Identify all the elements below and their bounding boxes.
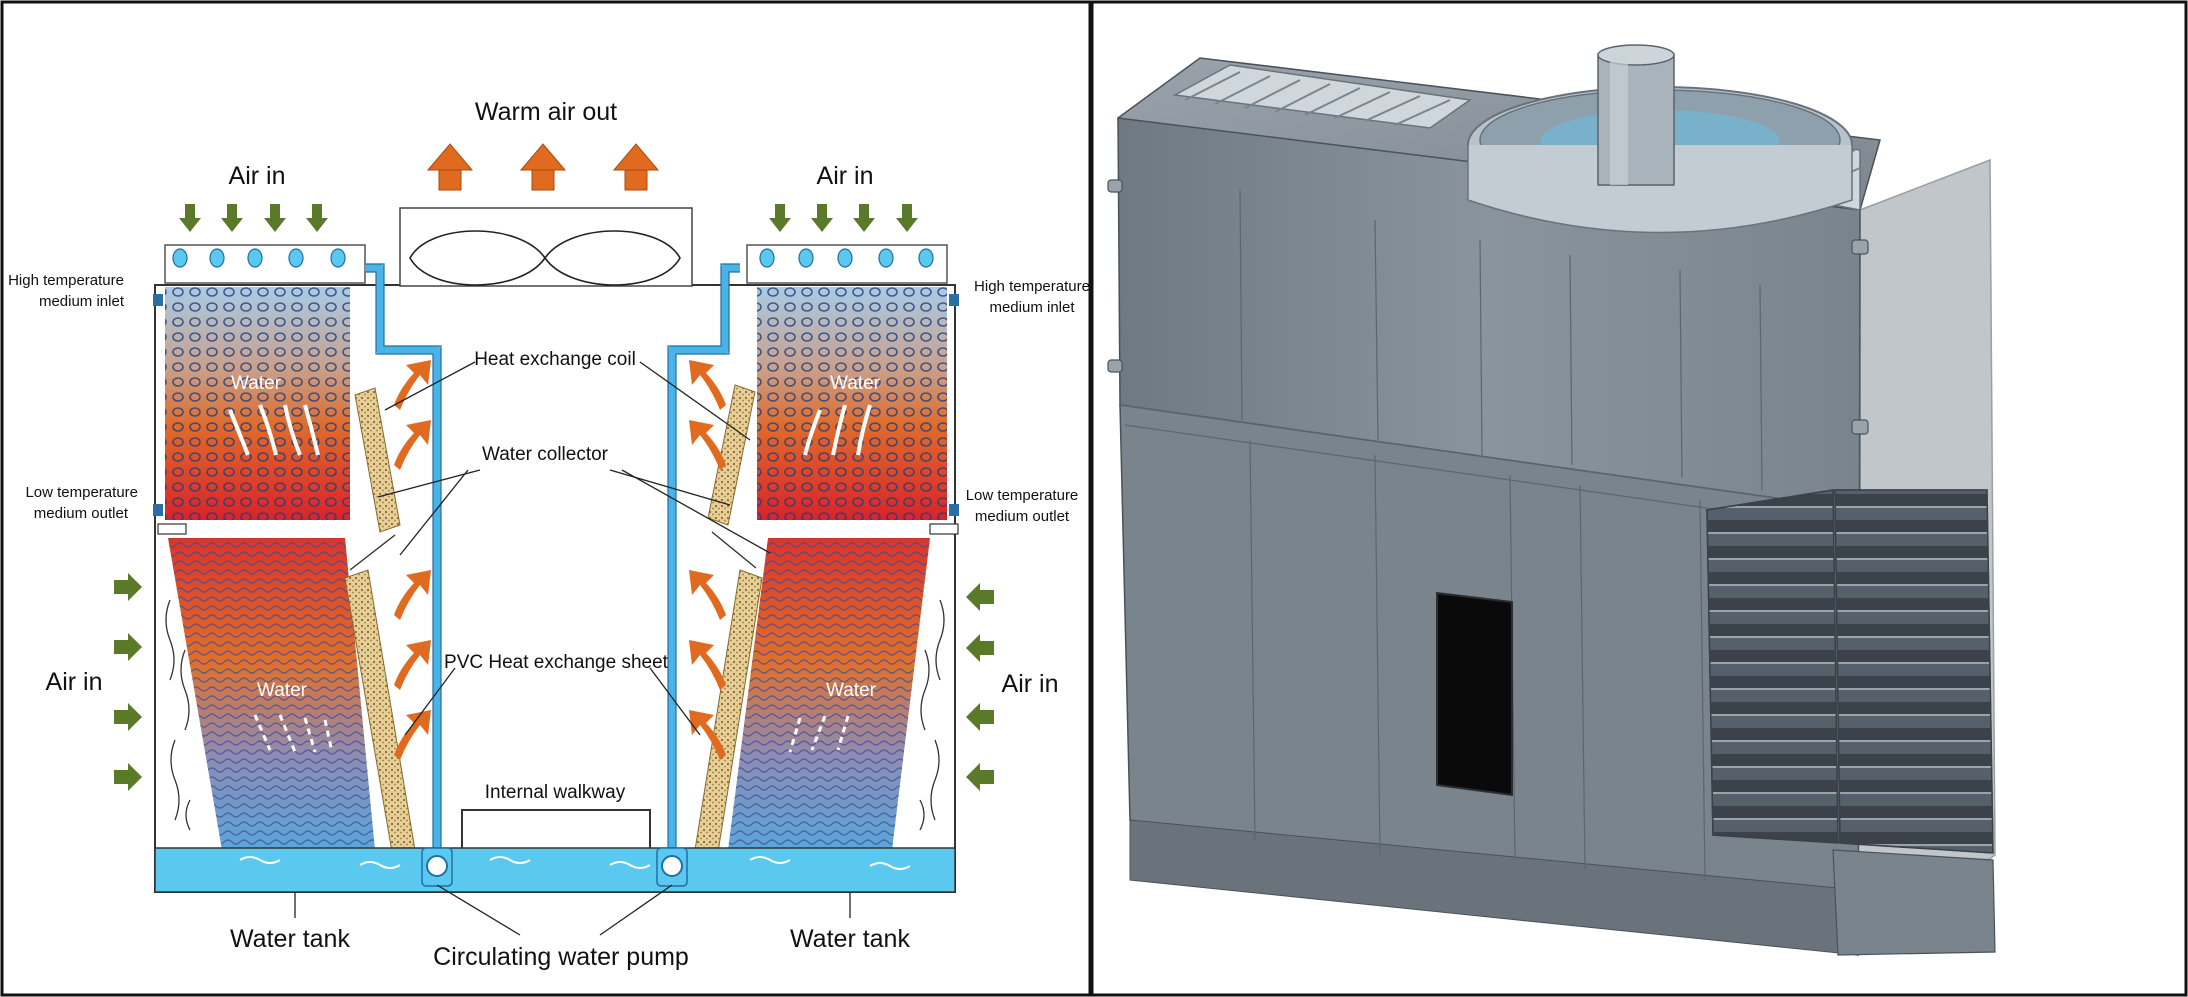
outlet-connector-right <box>949 504 959 516</box>
water-fill-right-label: Water <box>826 680 877 701</box>
spray-nozzles <box>172 248 934 268</box>
inlet-connector-right <box>949 294 959 306</box>
fan-housing <box>399 207 693 287</box>
internal-walkway-label: Internal walkway <box>485 782 626 803</box>
air-in-top-left-label: Air in <box>229 162 286 190</box>
water-fill-left-label: Water <box>257 680 308 701</box>
heat-exchange-coil-label: Heat exchange coil <box>474 349 636 370</box>
leader-lines <box>294 361 851 936</box>
low-temp-outlet-left-line2: medium outlet <box>34 505 129 522</box>
high-temp-inlet-left-line1: High temperature <box>8 272 124 289</box>
circulating-pump-label: Circulating water pump <box>433 943 689 971</box>
water-flow-arrows-coil <box>228 404 872 456</box>
water-tank-left-label: Water tank <box>230 925 350 953</box>
water-coil-right-label: Water <box>830 373 881 394</box>
air-in-top-right-label: Air in <box>817 162 874 190</box>
inlet-connector-left <box>153 294 163 306</box>
water-collector-left-upper <box>354 387 401 533</box>
air-in-left-label: Air in <box>46 668 103 696</box>
tower-3d-render <box>1107 44 1996 957</box>
air-flow-lines <box>165 599 945 831</box>
circulation-pipes <box>365 264 740 850</box>
warm-air-out-label: Warm air out <box>475 98 617 126</box>
air-in-right-label: Air in <box>1002 670 1059 698</box>
low-temp-outlet-right-line2: medium outlet <box>975 508 1070 525</box>
low-temp-outlet-right-line1: Low temperature <box>966 487 1079 504</box>
internal-walkway <box>461 809 651 848</box>
water-tank <box>154 847 956 893</box>
spray-header-left <box>164 244 366 284</box>
inner-air-arrows <box>394 360 726 760</box>
water-flow-arrows-fill <box>253 714 850 753</box>
circulating-pump <box>421 847 688 887</box>
high-temp-inlet-right-line1: High temperature <box>974 278 1090 295</box>
high-temp-inlet-left-line2: medium inlet <box>39 293 125 310</box>
low-temp-outlet-left-line1: Low temperature <box>25 484 138 501</box>
pvc-sheet-label: PVC Heat exchange sheet <box>444 652 669 673</box>
outlet-connector-left <box>153 504 163 516</box>
fan-blades <box>409 230 681 286</box>
water-tank-right-label: Water tank <box>790 925 910 953</box>
water-collector-label: Water collector <box>482 444 609 465</box>
water-collector-right-upper <box>707 384 756 526</box>
high-temp-inlet-right-line2: medium inlet <box>989 299 1075 316</box>
water-coil-left-label: Water <box>231 373 282 394</box>
